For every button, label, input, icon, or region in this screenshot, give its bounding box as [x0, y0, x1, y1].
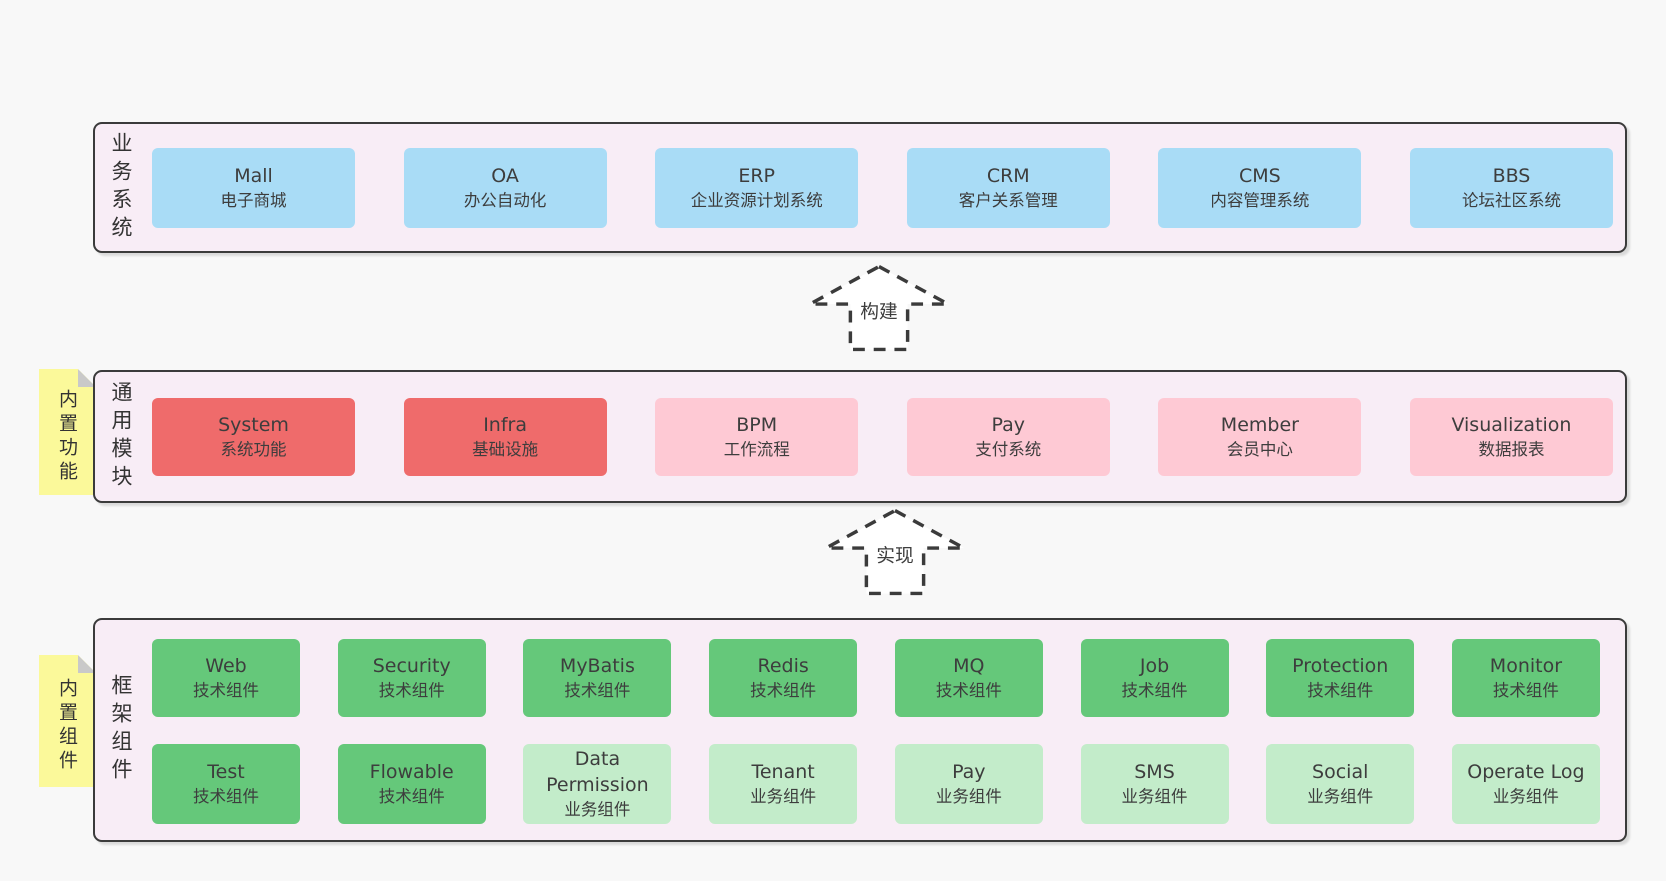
node-social: Social 业务组件	[1266, 744, 1415, 824]
layer-label: 框架组件	[109, 674, 133, 786]
node-security: Security 技术组件	[337, 639, 486, 717]
layer-common-modules: 通用模块 System 系统功能 Infra 基础设施 BPM 工作流程 Pay…	[93, 370, 1627, 503]
layer-business-systems: 业务系统 Mall 电子商城 OA 办公自动化 ERP 企业资源计划系统 CRM…	[93, 122, 1627, 253]
node-bpm: BPM 工作流程	[655, 398, 859, 476]
node-system: System 系统功能	[152, 398, 355, 476]
node-flowable: Flowable 技术组件	[337, 744, 486, 824]
up-arrow-build-icon: 构建	[809, 264, 949, 352]
node-pay-module: Pay 支付系统	[906, 398, 1110, 476]
sticky-note-built-in-components: 内置组件	[39, 655, 96, 787]
components-row-1: Web 技术组件 Security 技术组件 MyBatis 技术组件 Redi…	[152, 639, 1600, 717]
node-visualization: Visualization 数据报表	[1409, 398, 1613, 476]
sticky-note-label: 内置功能	[56, 389, 78, 485]
node-pay-component: Pay 业务组件	[894, 744, 1043, 824]
node-data-permission: Data Permission 业务组件	[523, 744, 672, 824]
node-protection: Protection 技术组件	[1266, 639, 1415, 717]
node-mq: MQ 技术组件	[894, 639, 1043, 717]
node-test: Test 技术组件	[152, 744, 300, 824]
node-member: Member 会员中心	[1158, 398, 1362, 476]
layer-label: 业务系统	[109, 131, 133, 244]
node-crm: CRM 客户关系管理	[906, 148, 1110, 228]
node-operate-log: Operate Log 业务组件	[1451, 744, 1600, 824]
up-arrow-implement-icon: 实现	[825, 508, 965, 596]
node-oa: OA 办公自动化	[403, 148, 607, 228]
business-boxes-row: Mall 电子商城 OA 办公自动化 ERP 企业资源计划系统 CRM 客户关系…	[152, 148, 1613, 228]
node-sms: SMS 业务组件	[1080, 744, 1229, 824]
node-monitor: Monitor 技术组件	[1451, 639, 1600, 717]
layer-label: 通用模块	[109, 380, 133, 493]
arrow-label: 实现	[876, 546, 913, 567]
layer-framework-components: 框架组件 Web 技术组件 Security 技术组件 MyBatis 技术组件…	[93, 618, 1627, 842]
node-cms: CMS 内容管理系统	[1158, 148, 1362, 228]
node-bbs: BBS 论坛社区系统	[1409, 148, 1613, 228]
node-mybatis: MyBatis 技术组件	[523, 639, 672, 717]
node-erp: ERP 企业资源计划系统	[655, 148, 859, 228]
node-tenant: Tenant 业务组件	[709, 744, 858, 824]
node-redis: Redis 技术组件	[709, 639, 858, 717]
node-mall: Mall 电子商城	[152, 148, 355, 228]
arrow-label: 构建	[860, 302, 898, 323]
node-infra: Infra 基础设施	[403, 398, 607, 476]
modules-boxes-row: System 系统功能 Infra 基础设施 BPM 工作流程 Pay 支付系统…	[152, 398, 1613, 476]
sticky-note-built-in-functions: 内置功能	[39, 369, 96, 495]
node-web: Web 技术组件	[152, 639, 300, 717]
sticky-note-label: 内置组件	[56, 678, 78, 774]
components-row-2: Test 技术组件 Flowable 技术组件 Data Permission …	[152, 744, 1600, 824]
node-job: Job 技术组件	[1080, 639, 1229, 717]
